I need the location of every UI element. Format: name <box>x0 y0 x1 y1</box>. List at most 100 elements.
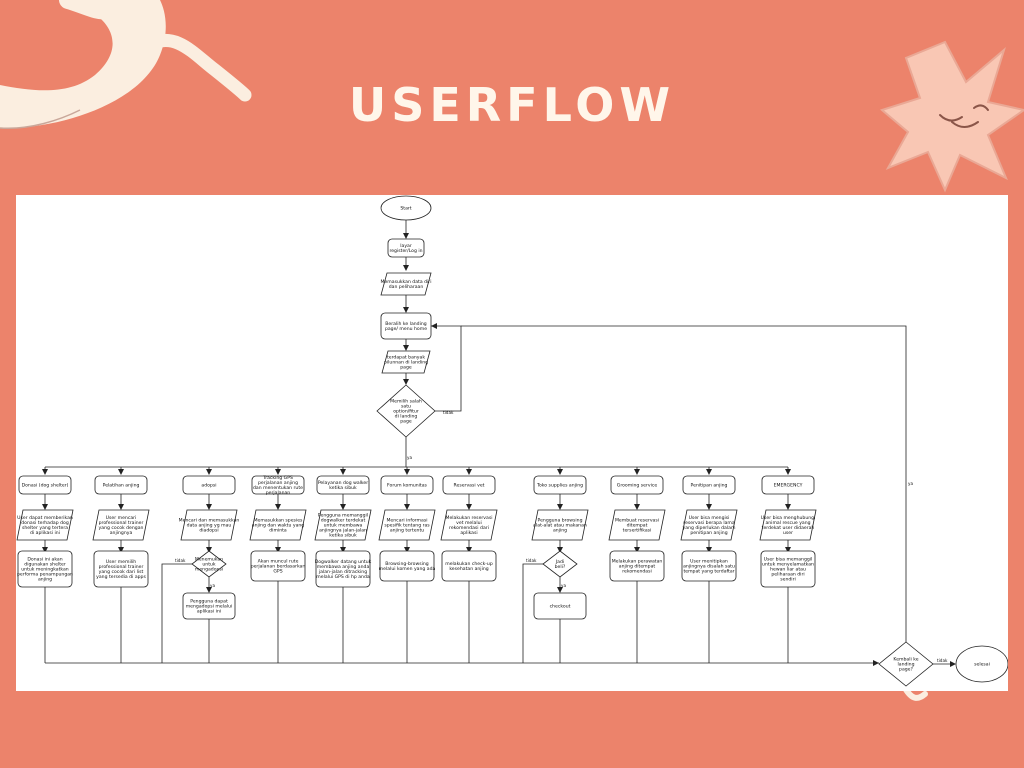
arrowhead <box>873 660 879 666</box>
arrowhead <box>403 379 409 385</box>
arrowhead <box>466 469 472 475</box>
branch-10-header-text: EMERGENCY <box>774 483 803 489</box>
arrowhead <box>634 547 640 553</box>
edge-label: tidak <box>175 558 186 563</box>
branch-2-step1-shape <box>180 509 238 541</box>
arrowhead <box>706 547 712 553</box>
edge-label: ya <box>210 583 215 588</box>
arrowhead <box>634 504 640 510</box>
arrowhead <box>557 547 563 553</box>
input-data-step-shape <box>380 272 432 296</box>
page-title: USERFLOW <box>348 78 676 132</box>
arrowhead <box>403 345 409 351</box>
edge-label: tidak <box>937 658 948 663</box>
finish-node-text: selesai <box>974 662 990 668</box>
arrowhead <box>785 547 791 553</box>
arrowhead <box>950 661 956 667</box>
arrowhead <box>785 504 791 510</box>
arrowhead <box>118 504 124 510</box>
branch-7-header-text: Toko supplies anjing <box>536 483 583 489</box>
arrowhead <box>275 504 281 510</box>
branch-1-step1-shape <box>92 509 150 541</box>
arrowhead <box>206 469 212 475</box>
start-node-text: Start <box>400 206 411 212</box>
connector <box>431 325 462 412</box>
arrowhead <box>340 504 346 510</box>
arrowhead <box>275 547 281 553</box>
edge-label: ya <box>561 583 566 588</box>
connector <box>161 563 192 663</box>
back-to-landing-decision-shape <box>878 641 934 687</box>
options-step-shape <box>381 350 431 374</box>
branch-6-step1-shape <box>440 509 498 541</box>
branch-0-step1-shape <box>16 509 74 541</box>
arrowhead <box>634 469 640 475</box>
arrowhead <box>206 504 212 510</box>
branch-3-step1-shape <box>249 509 307 541</box>
branch-7-step1-shape <box>531 509 589 541</box>
branch-0-header-text: Donasi (dog shelter) <box>22 483 69 489</box>
arrowhead <box>557 504 563 510</box>
branch-9-step1-shape <box>680 509 738 541</box>
arrowhead <box>42 469 48 475</box>
arrowhead <box>275 469 281 475</box>
arrowhead <box>557 587 563 593</box>
branch-5-header-text: Forum komunitas <box>387 483 428 489</box>
arrowhead <box>403 307 409 313</box>
arrowhead <box>403 265 409 271</box>
branch-8-step1-shape <box>608 509 666 541</box>
branch-10-step1-shape <box>759 509 817 541</box>
connector <box>522 563 543 663</box>
arrowhead <box>404 547 410 553</box>
edge-label: ya <box>407 455 412 460</box>
branch-7-step2-text: checkout <box>550 604 571 610</box>
arrowhead <box>466 504 472 510</box>
branch-2-header-text: adopsi <box>201 483 216 489</box>
edge-label: ya <box>908 481 913 486</box>
arrowhead <box>404 504 410 510</box>
branch-1-header-text: Pelatihan anjing <box>103 483 140 489</box>
arrowhead <box>42 504 48 510</box>
arrowhead <box>340 469 346 475</box>
arrowhead <box>206 547 212 553</box>
arrowhead <box>466 547 472 553</box>
arrowhead <box>118 547 124 553</box>
branch-5-step1-shape <box>378 509 436 541</box>
arrowhead <box>785 469 791 475</box>
branch-8-header-text: Grooming service <box>617 483 658 489</box>
arrowhead <box>206 587 212 593</box>
star-decoration <box>879 40 1024 193</box>
arrowhead <box>706 504 712 510</box>
connector <box>461 325 907 642</box>
